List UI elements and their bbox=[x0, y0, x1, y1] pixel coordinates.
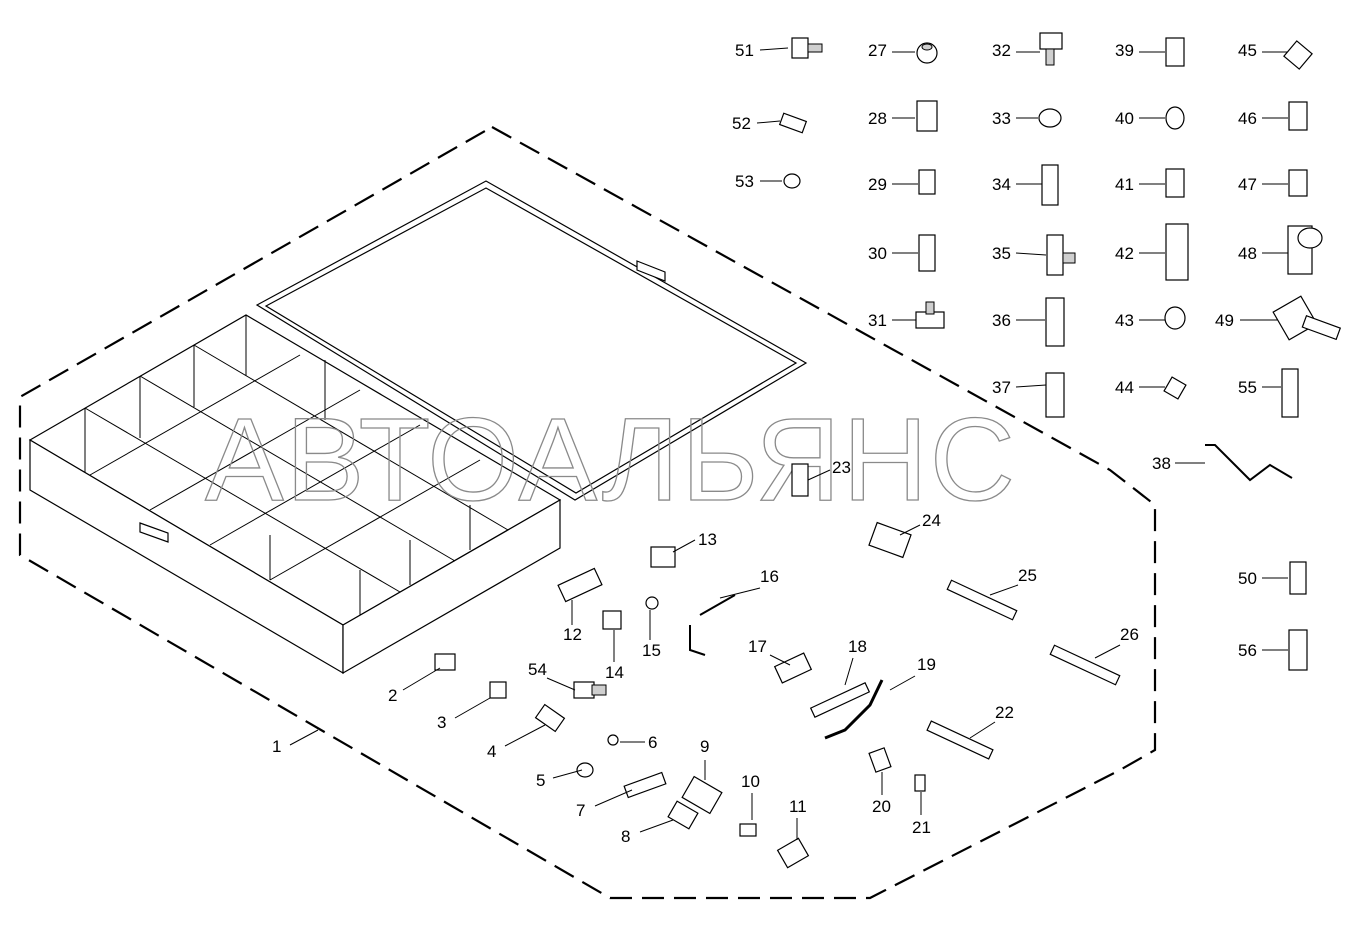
leader-line-2 bbox=[402, 667, 441, 691]
part-label-4: 4 bbox=[487, 742, 496, 761]
part-label-22: 22 bbox=[995, 703, 1014, 722]
kit-boundary bbox=[18, 125, 1157, 900]
part-label-9: 9 bbox=[700, 737, 709, 756]
part-label-38: 38 bbox=[1152, 454, 1171, 473]
part-label-2: 2 bbox=[388, 686, 397, 705]
part-label-43: 43 bbox=[1115, 311, 1134, 330]
part-label-34: 34 bbox=[992, 175, 1011, 194]
part-label-18: 18 bbox=[848, 637, 867, 656]
leader-line-3 bbox=[454, 697, 491, 719]
leader-line-25 bbox=[989, 584, 1019, 596]
leader-line-37 bbox=[1015, 384, 1047, 388]
watermark-text: АВТОАЛЬЯНС bbox=[205, 394, 1017, 526]
part-label-56: 56 bbox=[1238, 641, 1257, 660]
part-label-8: 8 bbox=[621, 827, 630, 846]
leader-line-54 bbox=[546, 677, 576, 691]
part-label-10: 10 bbox=[741, 772, 760, 791]
leader-line-26 bbox=[1094, 644, 1121, 659]
part-label-32: 32 bbox=[992, 41, 1011, 60]
storage-box bbox=[28, 180, 808, 675]
part-label-15: 15 bbox=[642, 641, 661, 660]
part-label-33: 33 bbox=[992, 109, 1011, 128]
part-label-53: 53 bbox=[735, 172, 754, 191]
part-label-19: 19 bbox=[917, 655, 936, 674]
leader-line-19 bbox=[889, 675, 916, 691]
leader-line-13 bbox=[672, 539, 696, 553]
part-label-48: 48 bbox=[1238, 244, 1257, 263]
part-label-46: 46 bbox=[1238, 109, 1257, 128]
part-label-7: 7 bbox=[576, 801, 585, 820]
part-label-54: 54 bbox=[528, 660, 547, 679]
part-label-50: 50 bbox=[1238, 569, 1257, 588]
part-label-42: 42 bbox=[1115, 244, 1134, 263]
part-label-24: 24 bbox=[922, 511, 941, 530]
leader-line-52 bbox=[756, 120, 781, 124]
leader-line-16 bbox=[719, 587, 761, 599]
part-label-39: 39 bbox=[1115, 41, 1134, 60]
leader-line-1 bbox=[289, 729, 319, 746]
part-label-5: 5 bbox=[536, 771, 545, 790]
leader-line-22 bbox=[969, 721, 996, 739]
leader-line-8 bbox=[639, 819, 674, 833]
part-label-29: 29 bbox=[868, 175, 887, 194]
part-label-41: 41 bbox=[1115, 175, 1134, 194]
part-label-40: 40 bbox=[1115, 109, 1134, 128]
part-label-3: 3 bbox=[437, 713, 446, 732]
leader-line-17 bbox=[769, 654, 791, 666]
part-label-1: 1 bbox=[272, 737, 281, 756]
part-label-23: 23 bbox=[832, 458, 851, 477]
part-label-27: 27 bbox=[868, 41, 887, 60]
part-label-30: 30 bbox=[868, 244, 887, 263]
part-label-20: 20 bbox=[872, 797, 891, 816]
part-label-49: 49 bbox=[1215, 311, 1234, 330]
part-label-26: 26 bbox=[1120, 625, 1139, 644]
part-label-36: 36 bbox=[992, 311, 1011, 330]
part-label-13: 13 bbox=[698, 530, 717, 549]
leader-line-18 bbox=[844, 657, 854, 686]
part-label-44: 44 bbox=[1115, 378, 1134, 397]
part-label-31: 31 bbox=[868, 311, 887, 330]
leader-line-51 bbox=[759, 47, 789, 51]
leader-line-23 bbox=[807, 469, 831, 481]
part-label-17: 17 bbox=[748, 637, 767, 656]
part-label-25: 25 bbox=[1018, 566, 1037, 585]
part-label-16: 16 bbox=[760, 567, 779, 586]
part-label-35: 35 bbox=[992, 244, 1011, 263]
leader-line-7 bbox=[594, 789, 633, 807]
part-label-55: 55 bbox=[1238, 378, 1257, 397]
part-label-51: 51 bbox=[735, 41, 754, 60]
part-label-45: 45 bbox=[1238, 41, 1257, 60]
leader-line-35 bbox=[1015, 252, 1047, 256]
part-label-12: 12 bbox=[563, 625, 582, 644]
leader-line-24 bbox=[899, 524, 921, 536]
leader-line-4 bbox=[504, 724, 546, 747]
part-label-21: 21 bbox=[912, 818, 931, 837]
leader-line-5 bbox=[552, 769, 583, 779]
part-label-14: 14 bbox=[605, 663, 624, 682]
part-label-37: 37 bbox=[992, 378, 1011, 397]
part-label-11: 11 bbox=[789, 797, 807, 816]
part-icons bbox=[434, 32, 1342, 869]
part-label-47: 47 bbox=[1238, 175, 1257, 194]
part-label-52: 52 bbox=[732, 114, 751, 133]
part-label-6: 6 bbox=[648, 733, 657, 752]
part-label-28: 28 bbox=[868, 109, 887, 128]
